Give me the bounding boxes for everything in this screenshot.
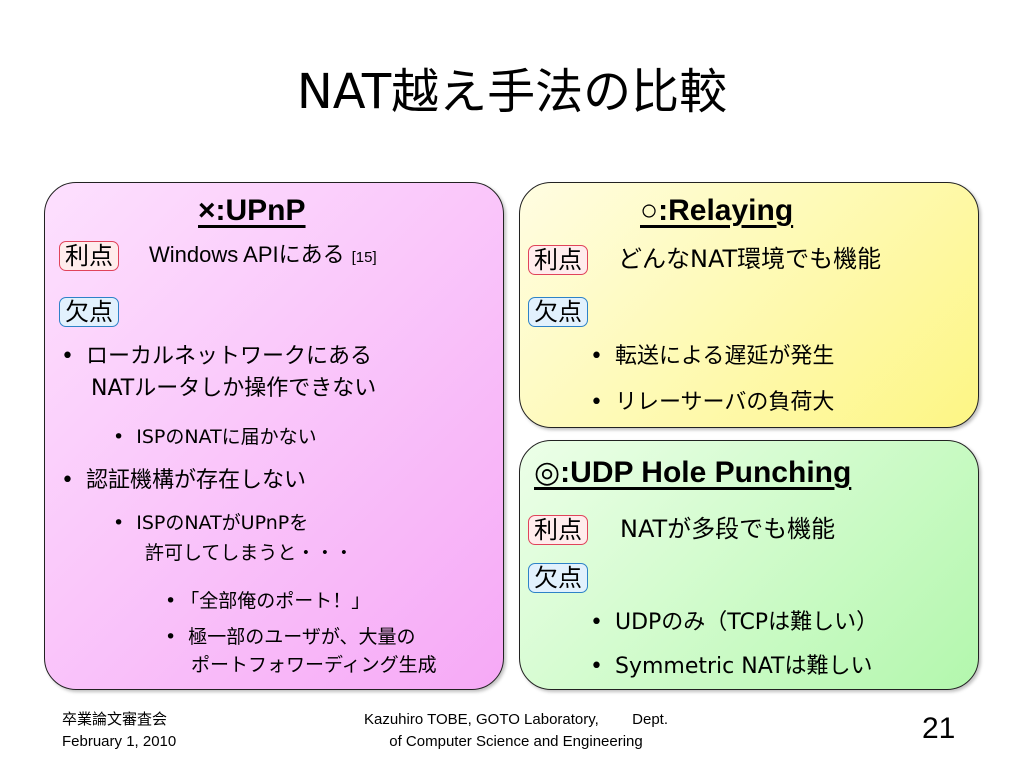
- footer-event: 卒業論文審査会: [62, 711, 168, 728]
- relaying-advantage-text: どんなNAT環境でも機能: [618, 245, 882, 273]
- upnp-sub-sub-bullet-1: •「全部俺のポート！」: [165, 587, 370, 615]
- upnp-sub-sub-bullet-2-line1: 極一部のユーザが、大量の: [188, 626, 416, 648]
- bullet-dot: •: [590, 390, 603, 415]
- upnp-sub-bullet-1-text: ISPのNATに届かない: [136, 426, 317, 448]
- udp-heading: ◎:UDP Hole Punching: [534, 456, 852, 489]
- footer-date: February 1, 2010: [62, 733, 177, 750]
- upnp-bullet-1: • ローカルネットワークにある: [61, 341, 372, 373]
- bullet-dot: •: [113, 512, 125, 534]
- upnp-sub-bullet-2-line2: 許可してしまうと・・・: [145, 542, 354, 564]
- upnp-sub-bullet-2: • ISPのNATがUPnPを: [113, 509, 308, 537]
- bullet-dot: •: [165, 590, 177, 612]
- bullet-dot: •: [61, 468, 74, 493]
- upnp-bullet-1-line1: ローカルネットワークにある: [85, 344, 372, 369]
- relaying-heading: ○:Relaying: [640, 194, 794, 227]
- bullet-dot: •: [165, 626, 177, 648]
- upnp-sub-bullet-1: • ISPのNATに届かない: [113, 423, 317, 451]
- udp-bullet-2-text: Symmetric NATは難しい: [614, 654, 873, 679]
- udp-disadvantage-tag: 欠点: [528, 563, 588, 593]
- udp-panel: ◎:UDP Hole Punching 利点 NATが多段でも機能 欠点 • UD…: [519, 440, 979, 690]
- udp-bullet-1-text: UDPのみ（TCPは難しい）: [614, 610, 879, 635]
- upnp-reference: [15]: [351, 249, 377, 266]
- slide-title: NAT越え手法の比較: [296, 64, 728, 120]
- bullet-dot: •: [590, 654, 603, 679]
- upnp-disadvantage-tag: 欠点: [59, 297, 119, 327]
- bullet-dot: •: [113, 426, 125, 448]
- upnp-heading: ×:UPnP: [198, 194, 306, 227]
- bullet-dot: •: [590, 610, 603, 635]
- page-number: 21: [922, 712, 956, 745]
- footer-author-line1: Kazuhiro TOBE, GOTO Laboratory, Dept.: [363, 711, 669, 728]
- upnp-sub-sub-bullet-2: • 極一部のユーザが、大量の: [165, 623, 415, 651]
- upnp-advantage-text: Windows APIにある [15]: [149, 240, 377, 273]
- upnp-sub-sub-bullet-2-line2: ポートフォワーディング生成: [191, 654, 437, 676]
- relaying-bullet-1: • 転送による遅延が発生: [590, 341, 834, 373]
- relaying-advantage-tag: 利点: [528, 245, 588, 275]
- relaying-panel: ○:Relaying 利点 どんなNAT環境でも機能 欠点 • 転送による遅延が発…: [519, 182, 979, 428]
- upnp-sub-sub-bullet-1-text: 「全部俺のポート！」: [180, 590, 371, 612]
- relaying-disadvantage-tag: 欠点: [528, 297, 588, 327]
- upnp-bullet-1-line2: NATルータしか操作できない: [91, 376, 377, 401]
- relaying-bullet-2-text: リレーサーバの負荷大: [614, 390, 835, 415]
- upnp-bullet-2-text: 認証機構が存在しない: [85, 468, 306, 493]
- udp-bullet-1: • UDPのみ（TCPは難しい）: [590, 607, 878, 639]
- upnp-advantage-tag: 利点: [59, 241, 119, 271]
- upnp-sub-bullet-2-line1: ISPのNATがUPnPを: [136, 512, 309, 534]
- relaying-bullet-2: • リレーサーバの負荷大: [590, 387, 834, 419]
- bullet-dot: •: [61, 344, 74, 369]
- udp-advantage-text: NATが多段でも機能: [620, 515, 836, 543]
- upnp-advantage-value: Windows APIにある: [149, 242, 345, 267]
- upnp-bullet-2: • 認証機構が存在しない: [61, 465, 306, 497]
- relaying-bullet-1-text: 転送による遅延が発生: [614, 344, 835, 369]
- bullet-dot: •: [590, 344, 603, 369]
- footer-author-line2: of Computer Science and Engineering: [389, 733, 643, 750]
- udp-bullet-2: • Symmetric NATは難しい: [590, 651, 872, 683]
- upnp-panel: ×:UPnP 利点 Windows APIにある [15] 欠点 • ローカルネッ…: [44, 182, 504, 690]
- udp-advantage-tag: 利点: [528, 515, 588, 545]
